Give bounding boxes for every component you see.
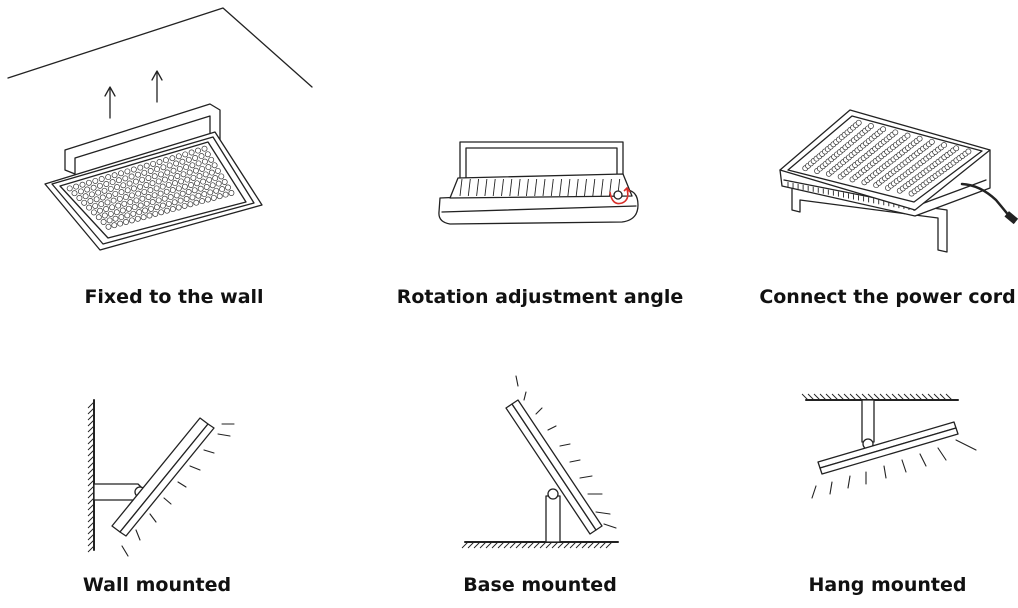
base-mounted-illustration (461, 375, 619, 549)
led-grid (802, 119, 972, 197)
panel-rotation-adjustment: Rotation adjustment angle (340, 0, 683, 320)
light-rays (515, 375, 617, 529)
surface-hatching (87, 401, 95, 553)
panel-hang-mounted: Hang mounted (680, 330, 1018, 608)
heat-fins (459, 178, 621, 197)
panel-base-mounted: Base mounted (340, 330, 680, 608)
light-rays (121, 423, 235, 557)
wall-mounted-illustration (87, 399, 235, 557)
rotation-adjustment-illustration (438, 141, 639, 225)
rotation-arrow-icon (609, 186, 631, 205)
caption-connect-power-cord: Connect the power cord (759, 286, 1016, 308)
caption-wall-mounted: Wall mounted (82, 574, 232, 596)
caption-rotation-adjustment: Rotation adjustment angle (396, 286, 684, 308)
fixed-to-wall-illustration (7, 7, 313, 251)
panel-connect-power-cord: Connect the power cord (680, 0, 1018, 320)
hang-mounted-illustration (801, 393, 977, 499)
up-arrow-icon (104, 86, 116, 119)
surface-hatching (461, 541, 613, 549)
light-rays (811, 439, 977, 499)
panel-wall-mounted: Wall mounted (0, 330, 340, 608)
up-arrow-icon (151, 70, 163, 103)
led-grid (66, 145, 235, 230)
caption-fixed-to-wall: Fixed to the wall (84, 286, 264, 308)
caption-hang-mounted: Hang mounted (808, 574, 967, 596)
caption-base-mounted: Base mounted (463, 574, 617, 596)
surface-hatching (801, 393, 953, 401)
panel-fixed-to-wall: Fixed to the wall (0, 0, 340, 320)
connect-power-cord-illustration (779, 109, 1018, 253)
